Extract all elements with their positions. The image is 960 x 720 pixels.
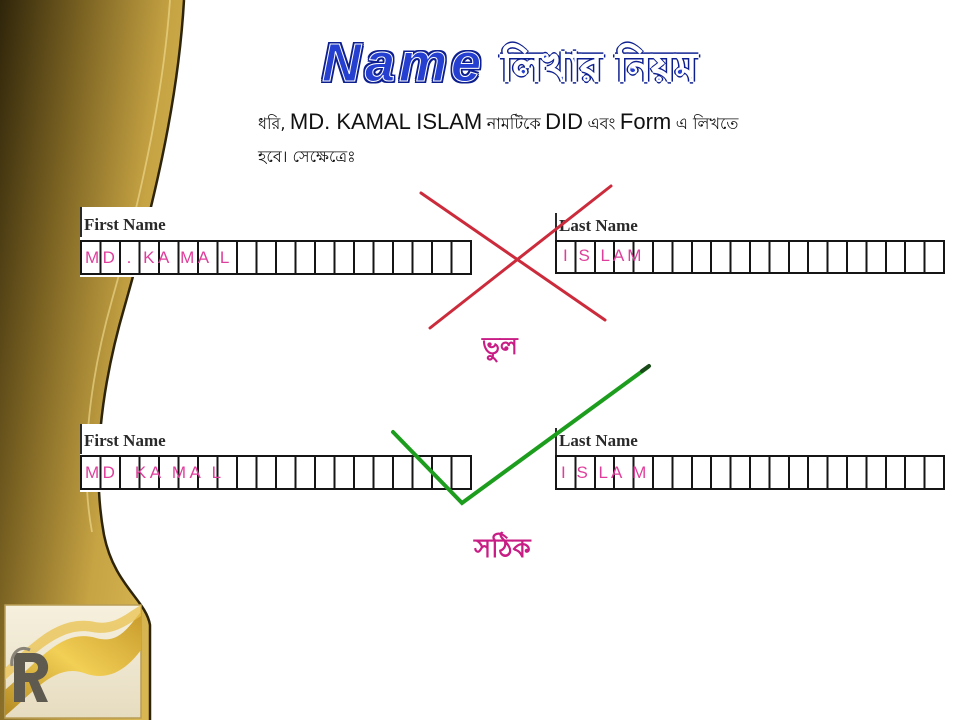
last-name-value: I S LA M [561,463,650,482]
instruction-segment: হবে। সেক্ষেত্রেঃ [258,147,356,166]
first-name-value: MD . KA MA L [85,248,233,267]
form-term: Form [619,109,672,134]
wrong-result-label: ভুল [482,332,518,360]
example-full-name: MD. KAMAL ISLAM [289,109,483,134]
instruction-segment: ধরি, [258,114,286,133]
correct-last-name-field: Last Name I S LA M [555,428,947,492]
did-term: DID [545,109,584,134]
last-name-label: Last Name [559,431,638,450]
last-name-label: Last Name [559,216,638,235]
title-latin-text: Name [321,33,486,93]
instruction-line-2: হবে। সেক্ষেত্রেঃ [258,141,923,174]
first-name-char-boxes [80,240,472,275]
correct-result-label: সঠিক [474,534,531,564]
instruction-text: ধরি, MD. KAMAL ISLAM নামটিকে DID এবং For… [258,106,923,174]
last-name-char-boxes [555,240,945,274]
first-name-value: MD KA MA L [85,463,225,482]
first-name-label: First Name [84,215,166,234]
title-bengali-text: লিখার নিয়ম [501,45,698,91]
instruction-segment: এবং [587,114,616,133]
instruction-line-1: ধরি, MD. KAMAL ISLAM নামটিকে DID এবং For… [258,106,923,141]
slide-title: Name লিখার নিয়ম [318,32,701,96]
instruction-segment: নামটিকে [486,114,541,133]
instruction-segment: এ লিখতে [675,114,739,133]
wrong-first-name-field: First Name MD . KA MA L [80,207,474,277]
gold-panel-edge [97,0,186,720]
logo-icon [4,604,142,719]
wrong-last-name-field: Last Name I S LAM [555,213,947,275]
gold-side-panel [0,0,184,720]
first-name-label: First Name [84,431,166,450]
last-name-value: I S LAM [563,246,645,265]
correct-first-name-field: First Name MD KA MA L [80,424,474,492]
